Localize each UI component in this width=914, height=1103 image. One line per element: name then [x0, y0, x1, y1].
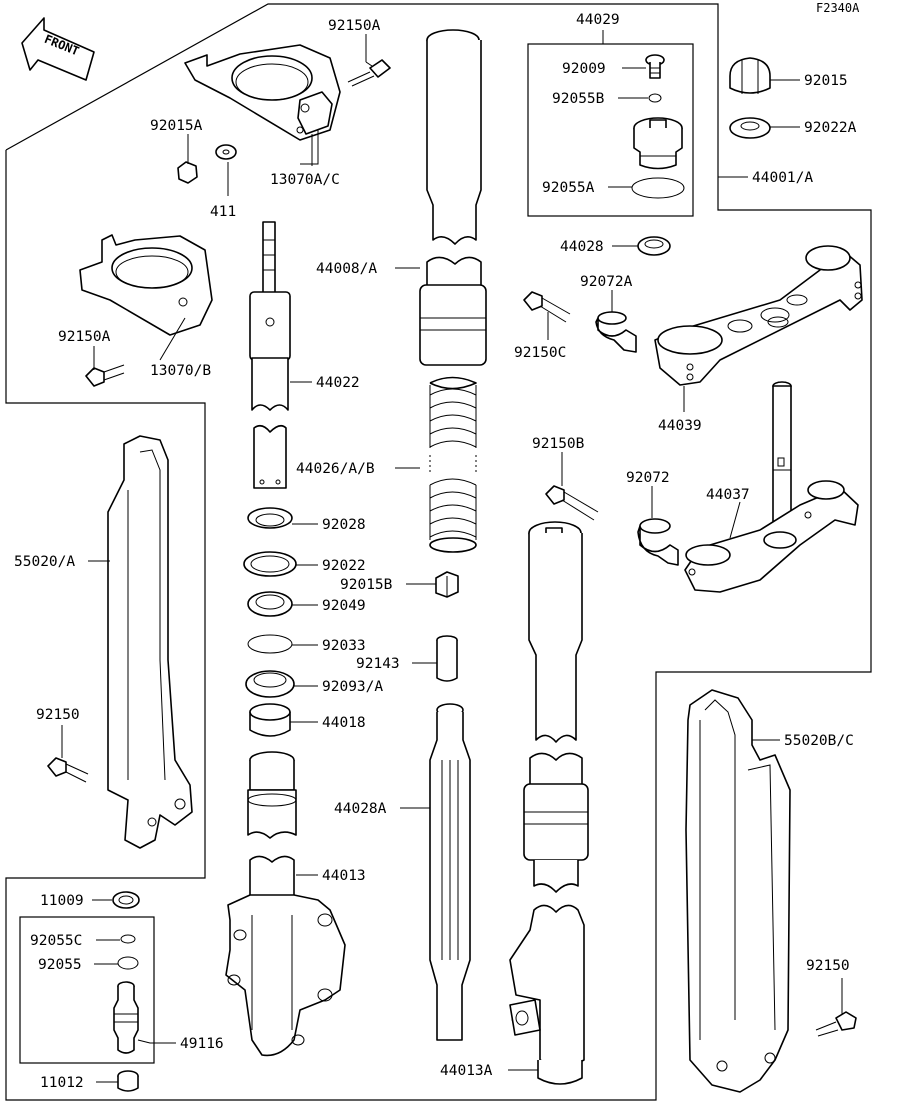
assembly-boundary-lines [5, 3, 872, 1101]
bolt-92150A-left [85, 364, 125, 387]
bolt-92150B [545, 485, 599, 521]
oring-92055C [120, 934, 136, 944]
valve-49116 [113, 981, 139, 1054]
label-92015B: 92015B [340, 577, 393, 593]
upper-triple-clamp-44039 [654, 245, 863, 386]
label-44013: 44013 [322, 868, 366, 884]
label-92022: 92022 [322, 558, 366, 574]
fork-tube-44013A [509, 521, 589, 1085]
label-92072: 92072 [626, 470, 670, 486]
label-11012: 11012 [40, 1075, 84, 1091]
label-44037: 44037 [706, 487, 750, 503]
bushing-44018 [249, 703, 291, 737]
label-44028: 44028 [560, 239, 604, 255]
plug-11012 [117, 1070, 139, 1092]
label-92028: 92028 [322, 517, 366, 533]
washer-411 [215, 144, 237, 160]
damper-rod-44022 [249, 221, 291, 489]
label-13070AC: 13070A/C [270, 172, 340, 188]
label-13070B: 13070/B [150, 363, 211, 379]
fork-guard-right [685, 689, 791, 1093]
label-44001A: 44001/A [752, 170, 813, 186]
label-92033: 92033 [322, 638, 366, 654]
label-92150C: 92150C [514, 345, 566, 361]
inner-tube-44008A [419, 29, 487, 366]
bolt-92150-right [815, 1011, 857, 1037]
label-92055B: 92055B [552, 91, 605, 107]
label-92022A: 92022A [804, 120, 857, 136]
screw-92009 [645, 54, 665, 79]
oring-92055 [117, 956, 139, 970]
oring-92055B [648, 93, 662, 103]
label-92150A-left: 92150A [58, 329, 111, 345]
label-55020BC: 55020B/C [784, 733, 854, 749]
label-92009: 92009 [562, 61, 606, 77]
washer-11009 [112, 891, 140, 909]
label-11009: 11009 [40, 893, 84, 909]
label-49116: 49116 [180, 1036, 224, 1052]
circlip-92033 [247, 634, 293, 654]
fork-spring-44026 [429, 376, 477, 553]
label-411: 411 [210, 204, 236, 220]
cable-clamp-92072A [595, 311, 637, 353]
label-44013A: 44013A [440, 1063, 493, 1079]
cable-clamp-92072 [637, 518, 679, 566]
kit-49116-box [19, 916, 155, 1064]
fork-guard-left [107, 435, 193, 849]
front-arrow-icon: FRONT [21, 17, 95, 81]
washer-92022 [243, 551, 297, 577]
nut-92015A [177, 161, 198, 184]
oring-92055A [631, 177, 685, 199]
diagram-ref-code: F2340A [816, 1, 860, 15]
part-number-labels: 92150A 92015A 13070A/C 411 92150A 13070/… [14, 12, 857, 1091]
label-92143: 92143 [356, 656, 400, 672]
upper-fork-clamp [184, 44, 341, 141]
lower-fork-clamp [79, 234, 213, 336]
label-44022: 44022 [316, 375, 360, 391]
label-92055: 92055 [38, 957, 82, 973]
label-44029: 44029 [576, 12, 620, 28]
label-92150A-top: 92150A [328, 18, 381, 34]
washer-92022A [729, 117, 771, 139]
label-44039: 44039 [658, 418, 702, 434]
outer-tube-44013 [225, 751, 346, 1057]
leader-lines [61, 30, 843, 1083]
kit-44029-box [527, 43, 694, 217]
label-44028A: 44028A [334, 801, 387, 817]
bolt-92150A-top [347, 59, 391, 87]
label-92049: 92049 [322, 598, 366, 614]
label-55020A: 55020/A [14, 554, 75, 570]
cartridge-44028A [429, 703, 471, 1041]
bolt-92150-left [47, 757, 89, 783]
valve-body-44029 [633, 117, 683, 170]
cup-44028 [637, 236, 671, 256]
nut-92015B [435, 571, 459, 598]
spacer-92028 [247, 507, 293, 529]
label-92150-left: 92150 [36, 707, 80, 723]
collar-92143 [436, 635, 458, 682]
label-44008A: 44008/A [316, 261, 377, 277]
label-92093A: 92093/A [322, 679, 383, 695]
label-92015A: 92015A [150, 118, 203, 134]
label-92072A: 92072A [580, 274, 633, 290]
label-92150-right: 92150 [806, 958, 850, 974]
label-92055C: 92055C [30, 933, 82, 949]
label-92055A: 92055A [542, 180, 595, 196]
label-92150B: 92150B [532, 436, 585, 452]
label-44018: 44018 [322, 715, 366, 731]
steering-stem-44037 [684, 381, 859, 593]
cap-nut-92015 [729, 57, 771, 94]
dust-seal-92093A [245, 670, 295, 698]
label-92015: 92015 [804, 73, 848, 89]
oil-seal-92049 [247, 591, 293, 617]
bolt-92150C [523, 291, 571, 323]
label-44026AB: 44026/A/B [296, 461, 375, 477]
